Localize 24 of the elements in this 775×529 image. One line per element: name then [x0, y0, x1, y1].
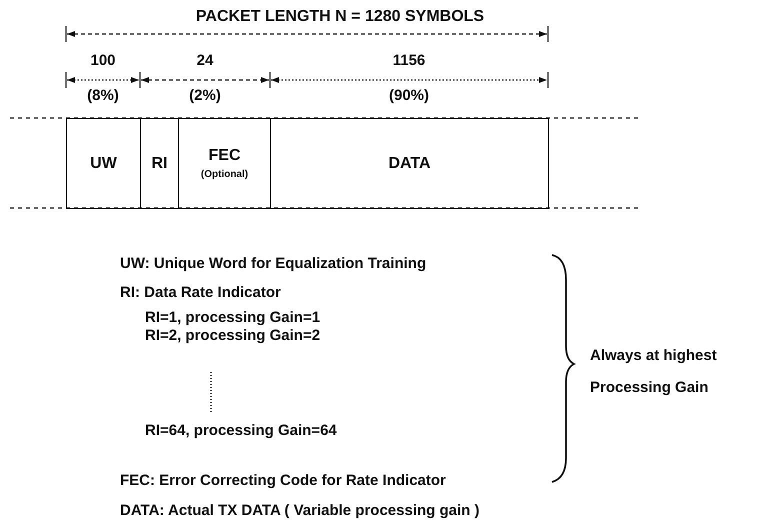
packet-field [140, 118, 179, 209]
note-text: UW: Unique Word for Equalization Training [120, 255, 426, 272]
dimension-value: 24 [196, 52, 214, 69]
dimension-value: (90%) [389, 87, 429, 104]
note-text: FEC: Error Correcting Code for Rate Indicator [120, 472, 446, 489]
dimension-value: 1156 [392, 52, 426, 69]
field-name: UW [90, 154, 117, 172]
note-text: DATA: Actual TX DATA ( Variable processing gain ) [120, 502, 480, 519]
packet-field [270, 118, 549, 209]
dimension-value: (8%) [87, 87, 119, 104]
brace-note: Always at highest Processing Gain [590, 346, 718, 398]
field-note: (Optional) [200, 169, 248, 180]
note-text: RI=1, processing Gain=1 [145, 309, 320, 326]
dimension-value: 100 [90, 52, 116, 69]
note-text: RI: Data Rate Indicator [120, 284, 281, 301]
field-name: RI [152, 154, 168, 172]
dimension-label: PACKET LENGTH N = 1280 SYMBOLS [196, 8, 484, 26]
note-text: RI=64, processing Gain=64 [145, 422, 337, 439]
packet-field [66, 118, 141, 209]
note-text: RI=2, processing Gain=2 [145, 327, 320, 344]
dimension-value: (2%) [189, 87, 221, 104]
field-name: DATA [388, 154, 431, 172]
field-name: FEC [208, 147, 240, 165]
packet-field [178, 118, 271, 209]
